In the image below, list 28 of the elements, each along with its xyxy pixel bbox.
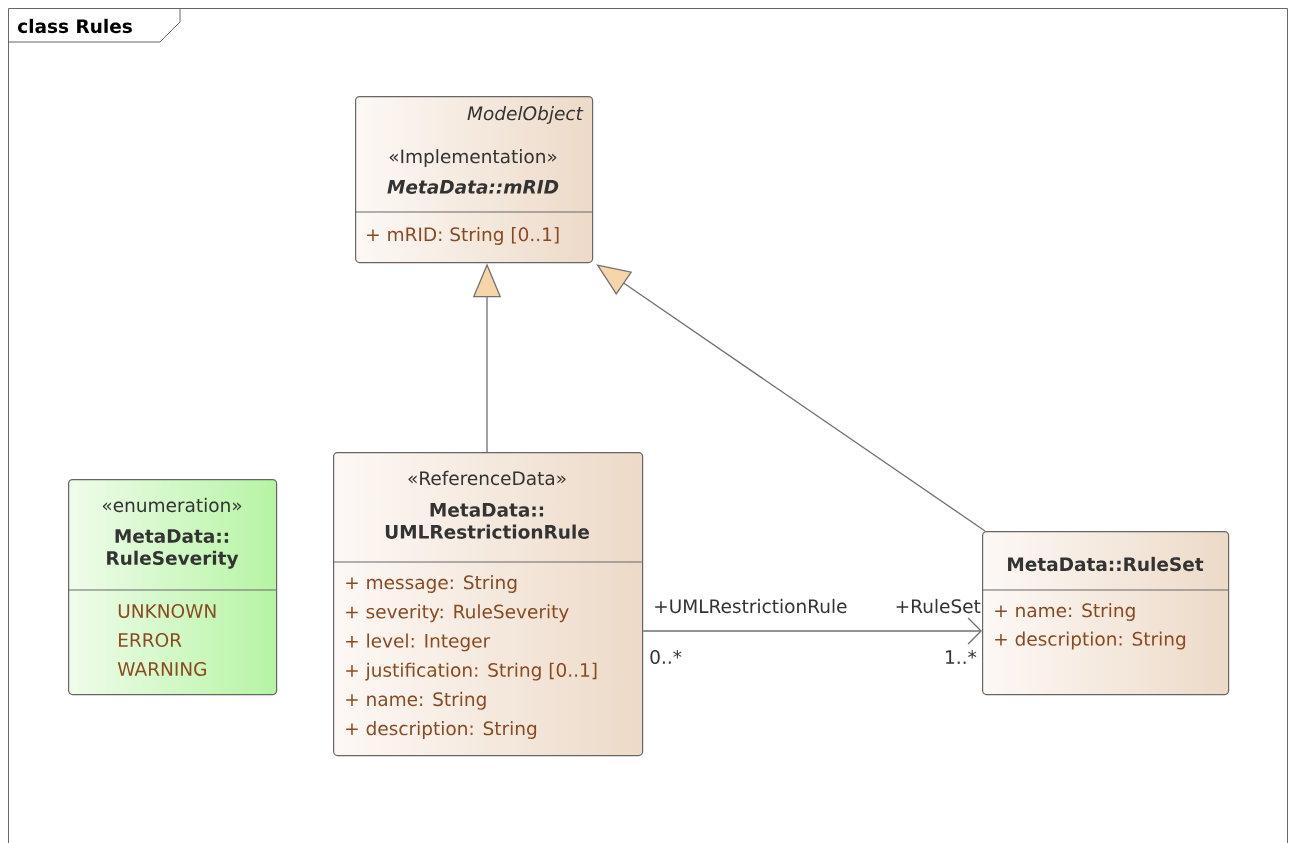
generalization-arrow xyxy=(596,264,986,532)
role-name: +UMLRestrictionRule xyxy=(655,598,847,614)
role-name: +RuleSet xyxy=(896,598,981,614)
attribute: + severity: RuleSeverity xyxy=(346,604,569,623)
stereotype: «Implementation» xyxy=(389,149,557,167)
class-box xyxy=(981,531,1230,696)
attribute: + justification: String [0..1] xyxy=(346,662,597,681)
parent-class-label: ModelObject xyxy=(467,106,584,124)
stereotype: «enumeration» xyxy=(102,497,242,513)
enumeration-box xyxy=(67,479,278,696)
class-name: MetaData:: RuleSeverity xyxy=(107,529,239,569)
enum-literal: ERROR xyxy=(119,633,182,647)
attribute: + mRID: String [0..1] xyxy=(367,227,559,245)
attribute: + level: Integer xyxy=(346,633,491,652)
stereotype: «ReferenceData» xyxy=(408,470,566,486)
class-name: MetaData::mRID xyxy=(387,180,559,194)
attribute: + name: String xyxy=(995,603,1135,621)
enum-literal: UNKNOWN xyxy=(118,604,216,618)
class-name: MetaData::RuleSet xyxy=(1008,556,1204,572)
class-box xyxy=(332,452,644,757)
attribute: + name: String xyxy=(346,691,486,710)
attribute: + description: String xyxy=(346,721,537,739)
attribute: + message: String xyxy=(346,575,517,593)
class-box xyxy=(354,96,594,264)
class-name: MetaData:: UMLRestrictionRule xyxy=(385,503,589,539)
attribute: + description: String xyxy=(995,631,1186,650)
enum-literal: WARNING xyxy=(117,662,206,676)
association-arrow xyxy=(642,617,982,645)
